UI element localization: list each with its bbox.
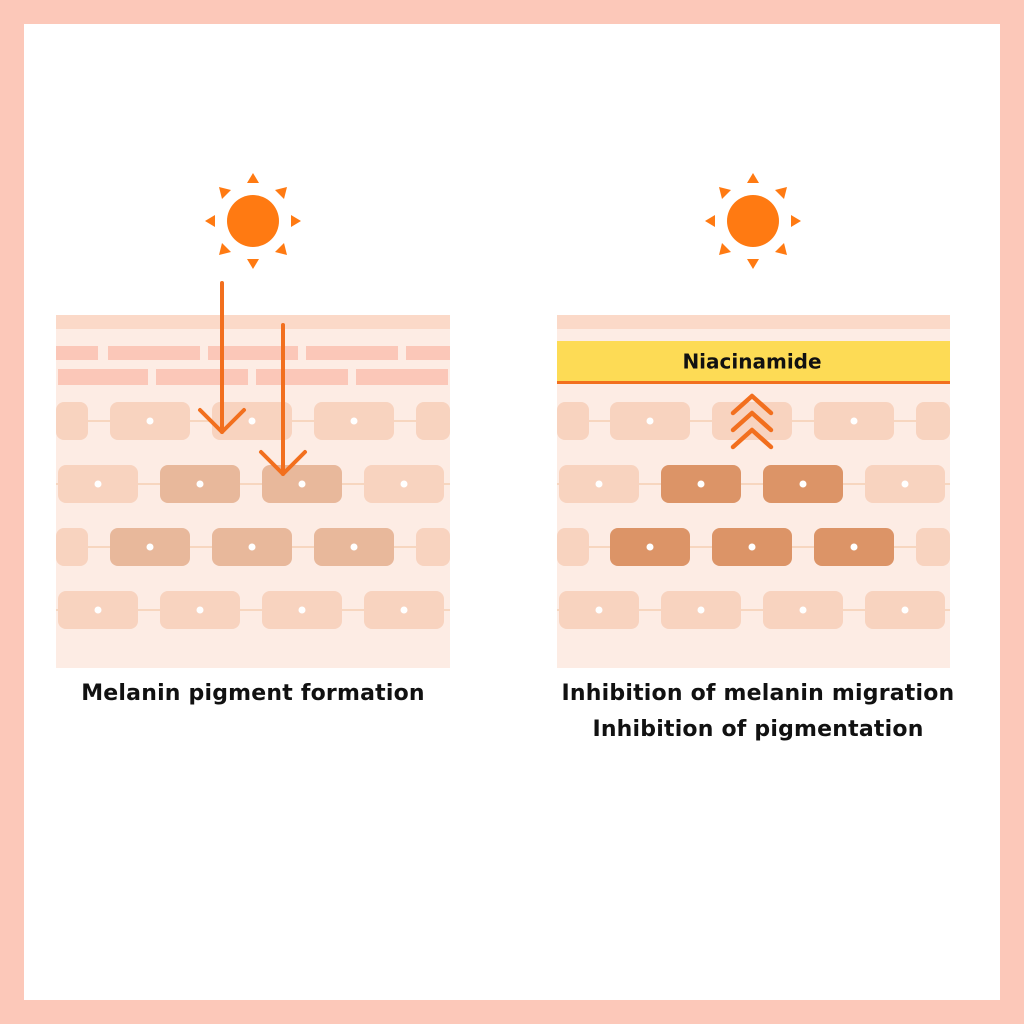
up-chevron-icon <box>730 393 774 450</box>
down-arrow-icon <box>259 323 307 476</box>
sun-icon <box>205 173 301 269</box>
down-arrow-icon <box>198 281 246 434</box>
left-skin-diagram <box>56 315 450 668</box>
right-caption-line-1: Inhibition of melanin migration <box>561 681 955 706</box>
sun-icon <box>705 173 801 269</box>
right-skin-diagram <box>557 315 950 668</box>
niacinamide-band <box>557 341 950 381</box>
left-caption: Melanin pigment formation <box>81 681 425 706</box>
right-caption-line-2: Inhibition of pigmentation <box>592 717 924 742</box>
niacinamide-label: Niacinamide <box>682 350 821 374</box>
left-stratum-corneum <box>56 346 450 385</box>
